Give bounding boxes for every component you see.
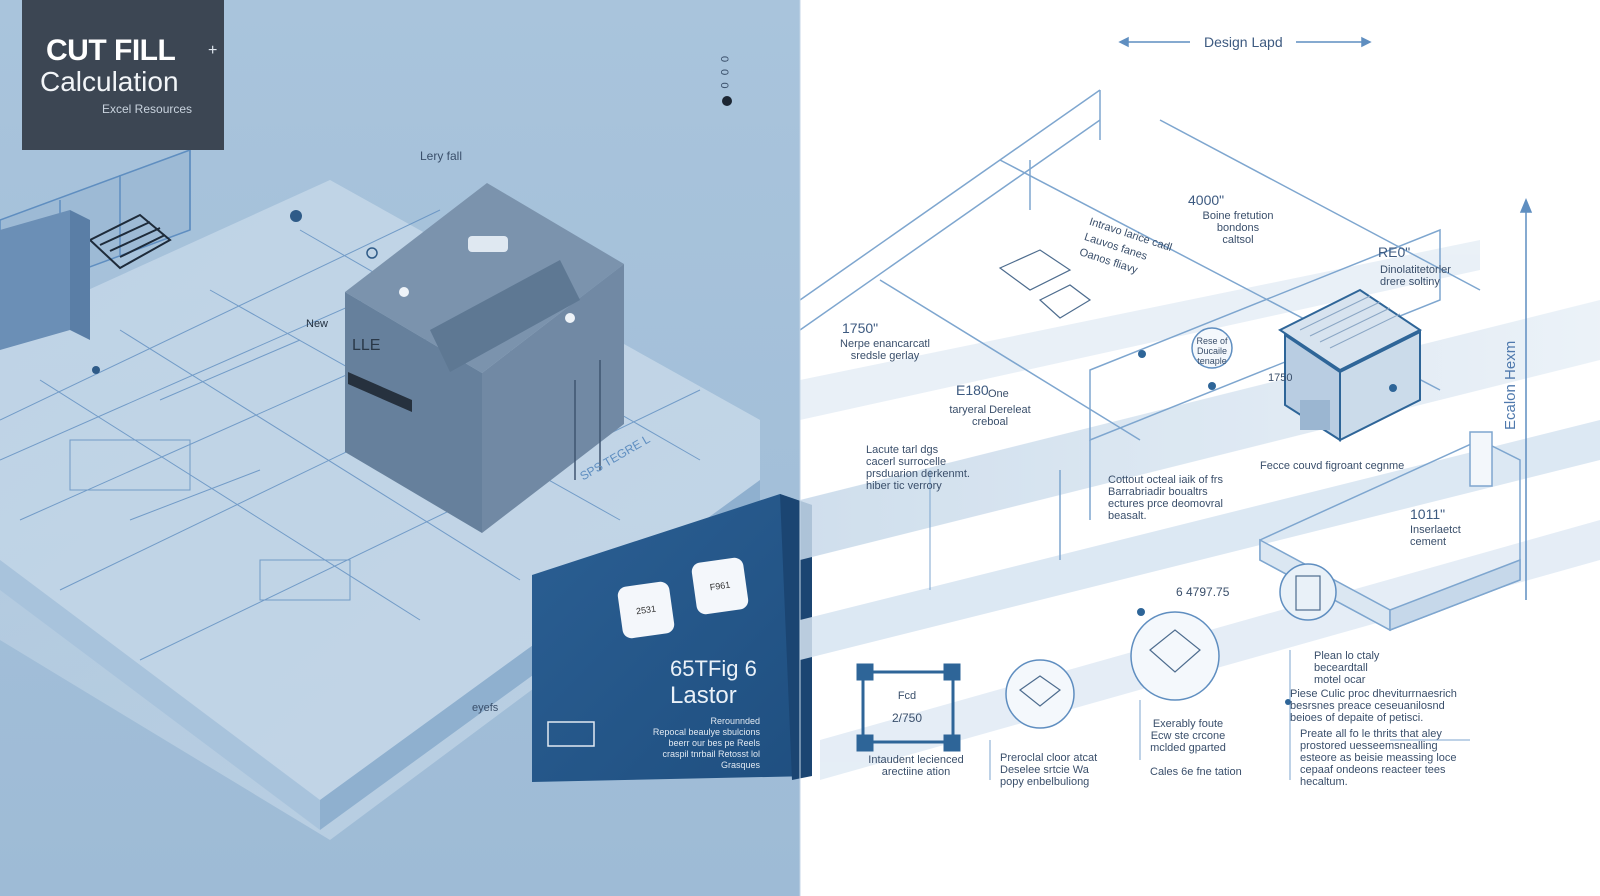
value-1750: 1750"	[842, 320, 879, 336]
slab-nodes	[92, 210, 378, 374]
machine-unit	[1278, 288, 1422, 442]
frame-top-label: Fcd	[897, 690, 917, 702]
detail-callouts	[1005, 327, 1337, 729]
cube-text: LLE	[352, 337, 381, 354]
value-one: One	[988, 388, 1009, 400]
panel-heading-2: Lastor	[670, 682, 737, 709]
right-note-2: Piese Culic proc dheviturrnaesrich besrs…	[1290, 688, 1457, 724]
right-note-1: Plean lo ctaly beceardtall motel ocar	[1314, 650, 1380, 686]
pit-note: Fecce couvd figroant cegnme	[1260, 460, 1405, 472]
value-re0: RE0"	[1378, 244, 1411, 260]
label-lery-fall: Lery fall	[420, 149, 463, 163]
value-e180: E180	[956, 382, 989, 398]
side-tick-labels: 0 0 0	[718, 56, 730, 91]
value-4797: 6 4797.75	[1176, 585, 1230, 599]
frame-value: 2/750	[891, 711, 923, 725]
height-axis	[1519, 198, 1533, 600]
central-cube	[345, 183, 624, 533]
cell-note: Rese of Ducaile tenaple	[1196, 336, 1228, 366]
frame-device	[856, 663, 961, 752]
panel-key-1: 2531	[616, 580, 676, 640]
label-new: New	[306, 318, 329, 330]
note-re0: Dinolatitetorler drere soltiny	[1380, 264, 1451, 288]
label-eyefs: eyefs	[472, 702, 499, 714]
panel-key-2: F961	[690, 556, 750, 616]
left-building	[0, 210, 90, 350]
top-arrow	[1118, 36, 1372, 48]
leader-dots	[1137, 350, 1397, 705]
mid-note: Cottout octeal iaik of frs Barrabriadir …	[1108, 474, 1223, 522]
height-axis-label: Ecalon Hexm	[1502, 340, 1519, 430]
leader-lines	[929, 470, 1470, 780]
panel-heading-1: 65TFig 6	[670, 656, 757, 681]
note-4000: Boine fretution bondons caltsol	[1202, 210, 1274, 246]
side-dot	[722, 96, 732, 106]
value-1011: 1011"	[1410, 506, 1446, 522]
title-card: CUT FILL + Calculation Excel Resources	[22, 0, 224, 150]
bottom-note-2: Preroclal cloor atcat Deselee srtcie Wa …	[1000, 752, 1098, 788]
top-arrow-label: Design Lapd	[1204, 34, 1283, 50]
title-line1: CUT FILL	[46, 34, 176, 67]
right-note-3: Preate all fo le thrits that aley prosto…	[1300, 728, 1457, 788]
grate-icon	[88, 213, 172, 270]
note-e180: taryeral Dereleat creboal	[949, 404, 1031, 428]
panel-note: Rerounnded Repocal beaulye sbulcions bee…	[652, 716, 760, 770]
value-4000: 4000"	[1188, 192, 1225, 208]
value-1750b: 1750	[1268, 372, 1293, 384]
title-subtitle: Excel Resources	[102, 102, 193, 116]
note-1011: Inserlaetct cement	[1410, 524, 1461, 548]
title-line2: Calculation	[40, 66, 179, 97]
title-plus: +	[208, 42, 218, 59]
note-1750: Nerpe enancarcatl sredsle gerlay	[840, 338, 930, 362]
left-note: Lacute tarl dgs cacerl surrocelle prsdua…	[866, 444, 970, 492]
detail-sketches	[998, 249, 1321, 707]
bottom-note-3: Exerably foute Ecw ste crcone mclded gpa…	[1150, 718, 1226, 754]
bottom-note-4: Cales 6e fne tation	[1150, 766, 1242, 778]
bottom-note-1: Intaudent lecienced arectiine ation	[868, 754, 964, 778]
